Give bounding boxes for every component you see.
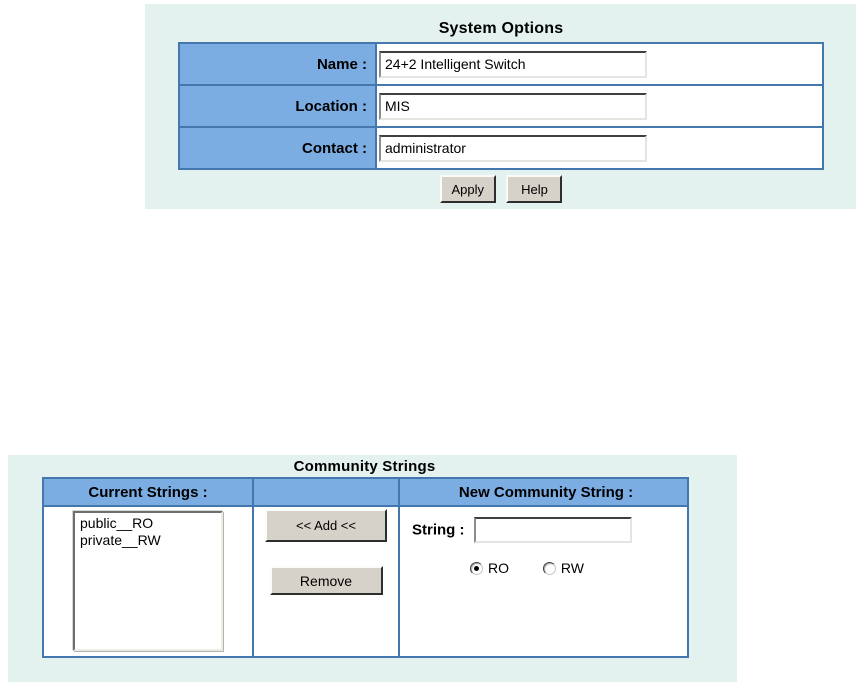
contact-label: Contact : <box>178 126 377 170</box>
community-strings-panel: Community Strings Current Strings : New … <box>8 455 737 682</box>
location-input[interactable] <box>379 92 647 120</box>
community-strings-header-row: Current Strings : New Community String : <box>42 477 689 507</box>
current-strings-header: Current Strings : <box>42 477 254 507</box>
ro-radio-group: RO <box>470 560 513 576</box>
contact-input-cell <box>375 126 824 170</box>
system-options-button-row: Apply Help <box>178 175 824 203</box>
string-label: String : <box>412 521 465 539</box>
system-options-title: System Options <box>438 20 564 37</box>
name-label: Name : <box>178 42 377 86</box>
name-input-cell <box>375 42 824 86</box>
table-row-contact: Contact : <box>178 126 824 170</box>
ro-radio-label: RO <box>488 560 509 576</box>
location-input-cell <box>375 84 824 128</box>
rw-radio[interactable] <box>542 562 556 575</box>
system-options-panel: System Options Name : Location : Contact… <box>145 4 856 209</box>
rw-radio-label: RW <box>560 560 584 576</box>
current-strings-listbox[interactable]: public__RO private__RW <box>73 511 223 651</box>
add-button[interactable]: << Add << <box>265 509 387 542</box>
name-input[interactable] <box>379 50 647 78</box>
current-strings-cell: public__RO private__RW <box>42 505 254 658</box>
new-community-string-header: New Community String : <box>398 477 689 507</box>
community-strings-title: Community Strings <box>293 458 436 475</box>
new-string-cell: String : RO RW <box>398 505 689 658</box>
string-row: String : <box>412 517 687 543</box>
list-item-public-ro[interactable]: public__RO <box>80 515 154 531</box>
system-options-table: Name : Location : Contact : <box>178 42 824 170</box>
location-label: Location : <box>178 84 377 128</box>
remove-button[interactable]: Remove <box>269 566 383 595</box>
contact-input[interactable] <box>379 134 647 162</box>
table-row-location: Location : <box>178 84 824 128</box>
table-row-name: Name : <box>178 42 824 86</box>
access-radio-row: RO RW <box>470 560 687 576</box>
list-item-private-rw[interactable]: private__RW <box>80 532 161 548</box>
community-strings-body-row: public__RO private__RW << Add << Remove … <box>42 505 689 658</box>
help-button[interactable]: Help <box>506 175 563 203</box>
new-string-input[interactable] <box>473 517 632 543</box>
ro-radio[interactable] <box>470 562 483 575</box>
apply-button[interactable]: Apply <box>439 175 497 203</box>
community-strings-inner: Community Strings Current Strings : New … <box>42 458 689 658</box>
system-options-inner: System Options Name : Location : Contact… <box>178 20 824 203</box>
rw-radio-group: RW <box>542 560 584 576</box>
actions-cell: << Add << Remove <box>252 505 400 658</box>
middle-header <box>252 477 400 507</box>
community-strings-table: Current Strings : New Community String :… <box>42 477 689 658</box>
